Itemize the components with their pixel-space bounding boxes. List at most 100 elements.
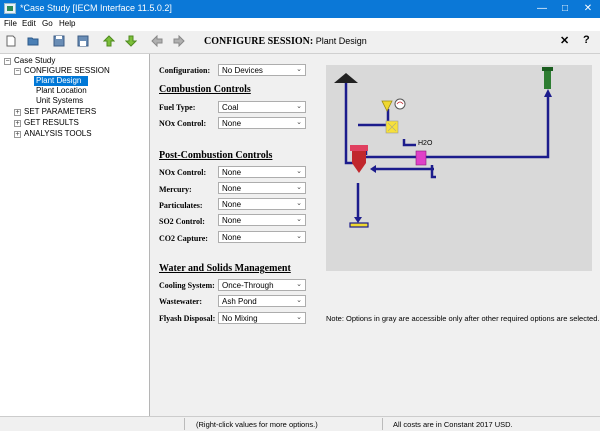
menu-bar: File Edit Go Help: [0, 18, 600, 31]
plant-diagram: H2O: [326, 65, 592, 271]
toolbar: CONFIGURE SESSION: Plant Design ✕ ?: [0, 31, 600, 54]
cooling-system-value: Once-Through: [222, 281, 274, 290]
tree-item-set-parameters[interactable]: SET PARAMETERS: [24, 107, 97, 116]
tree-item-plant-location[interactable]: Plant Location: [36, 86, 87, 95]
status-hint: (Right-click values for more options.): [196, 420, 318, 429]
wastewater-value: Ash Pond: [222, 297, 257, 306]
maximize-button[interactable]: □: [561, 3, 569, 14]
close-icon[interactable]: ✕: [560, 35, 570, 47]
stack-icon: [544, 71, 551, 89]
page-title-sub: Plant Design: [315, 36, 367, 46]
fuel-type-select[interactable]: Coal ⌄: [218, 101, 306, 113]
air-preheater-icon: [415, 150, 427, 166]
window-title: *Case Study [IECM Interface 11.5.0.2]: [20, 3, 172, 13]
arrow-back-icon[interactable]: [151, 35, 163, 47]
tree-item-unit-systems[interactable]: Unit Systems: [36, 96, 84, 105]
save-as-icon[interactable]: [77, 35, 89, 47]
chevron-down-icon: ⌄: [296, 168, 302, 175]
expand-icon[interactable]: +: [14, 109, 21, 116]
co2-label: CO2 Capture:: [159, 234, 208, 243]
post-nox-select[interactable]: None ⌄: [218, 166, 306, 178]
so2-value: None: [222, 216, 242, 225]
menu-file[interactable]: File: [4, 19, 17, 28]
collapse-icon[interactable]: −: [4, 58, 11, 65]
flyash-value: No Mixing: [222, 314, 258, 323]
combustion-controls-header: Combustion Controls: [159, 84, 251, 95]
tree-item-case-study[interactable]: Case Study: [14, 56, 56, 65]
status-bar: (Right-click values for more options.) A…: [0, 416, 600, 431]
chevron-down-icon: ⌄: [296, 314, 302, 321]
arrow-icon: [544, 89, 552, 97]
h2o-label: H2O: [418, 140, 433, 147]
boiler-icon: [352, 149, 366, 163]
tree-item-plant-design[interactable]: Plant Design: [34, 76, 88, 86]
menu-go[interactable]: Go: [42, 19, 53, 28]
cooling-system-select[interactable]: Once-Through⌄: [218, 279, 306, 291]
h2o-line: [402, 139, 416, 147]
tree-item-configure-session[interactable]: CONFIGURE SESSION: [24, 66, 110, 75]
status-costs: All costs are in Constant 2017 USD.: [393, 420, 513, 429]
configuration-select[interactable]: No Devices ⌄: [218, 64, 306, 76]
options-note: Note: Options in gray are accessible onl…: [326, 314, 600, 323]
wastewater-label: Wastewater:: [159, 297, 203, 306]
flyash-select[interactable]: No Mixing ⌄: [218, 312, 306, 324]
wastewater-select[interactable]: Ash Pond ⌄: [218, 295, 306, 307]
chevron-down-icon: ⌄: [296, 184, 302, 191]
mercury-label: Mercury:: [159, 185, 192, 194]
tree-item-analysis-tools[interactable]: ANALYSIS TOOLS: [24, 129, 92, 138]
expand-icon[interactable]: +: [14, 120, 21, 127]
ash-pond-icon: [349, 222, 369, 228]
configuration-label: Configuration:: [159, 66, 211, 75]
mercury-value: None: [222, 184, 242, 193]
cooling-system-label: Cooling System:: [159, 281, 215, 290]
arrow-up-icon[interactable]: [103, 35, 115, 47]
particulates-label: Particulates:: [159, 201, 203, 210]
chevron-down-icon: ⌄: [296, 216, 302, 223]
app-icon: [4, 3, 16, 14]
title-bar: *Case Study [IECM Interface 11.5.0.2] — …: [0, 0, 600, 18]
chevron-down-icon: ⌄: [296, 297, 302, 304]
arrow-icon: [370, 165, 376, 173]
fuel-type-value: Coal: [222, 103, 239, 112]
tree-item-get-results[interactable]: GET RESULTS: [24, 118, 79, 127]
mercury-select[interactable]: None ⌄: [218, 182, 306, 194]
post-combustion-controls-header: Post-Combustion Controls: [159, 150, 273, 161]
chevron-down-icon: ⌄: [296, 200, 302, 207]
navigation-tree: − Case Study − CONFIGURE SESSION Plant D…: [0, 54, 150, 416]
chevron-down-icon: ⌄: [296, 233, 302, 240]
save-icon[interactable]: [53, 35, 65, 47]
so2-label: SO2 Control:: [159, 217, 205, 226]
help-icon[interactable]: ?: [583, 34, 590, 46]
open-folder-icon[interactable]: [27, 35, 39, 47]
particulates-select[interactable]: None⌄: [218, 198, 306, 210]
minimize-button[interactable]: —: [537, 3, 547, 14]
post-nox-value: None: [222, 168, 242, 177]
fuel-type-label: Fuel Type:: [159, 103, 196, 112]
status-separator: [184, 418, 185, 430]
expand-icon[interactable]: +: [14, 131, 21, 138]
turbine-icon: [381, 100, 393, 112]
close-window-button[interactable]: ✕: [583, 3, 593, 14]
status-separator: [382, 418, 383, 430]
post-nox-label: NOx Control:: [159, 168, 207, 177]
water-solids-header: Water and Solids Management: [159, 263, 291, 274]
chevron-down-icon: ⌄: [296, 103, 302, 110]
configuration-value: No Devices: [222, 66, 263, 75]
collapse-icon[interactable]: −: [14, 68, 21, 75]
page-title: CONFIGURE SESSION: Plant Design: [204, 36, 367, 47]
co2-select[interactable]: None ⌄: [218, 231, 306, 243]
page-title-main: CONFIGURE SESSION:: [204, 36, 314, 47]
new-file-icon[interactable]: [5, 35, 17, 47]
menu-help[interactable]: Help: [59, 19, 76, 28]
generator-icon: [394, 98, 406, 110]
arrow-forward-icon[interactable]: [173, 35, 185, 47]
co2-value: None: [222, 233, 242, 242]
coal-pile-icon: [334, 73, 358, 83]
menu-edit[interactable]: Edit: [22, 19, 36, 28]
chevron-down-icon: ⌄: [296, 119, 302, 126]
combustion-nox-select[interactable]: None⌄: [218, 117, 306, 129]
so2-select[interactable]: None ⌄: [218, 214, 306, 226]
arrow-down-icon[interactable]: [125, 35, 137, 47]
arrow-icon: [354, 217, 362, 223]
chevron-down-icon: ⌄: [296, 66, 302, 73]
